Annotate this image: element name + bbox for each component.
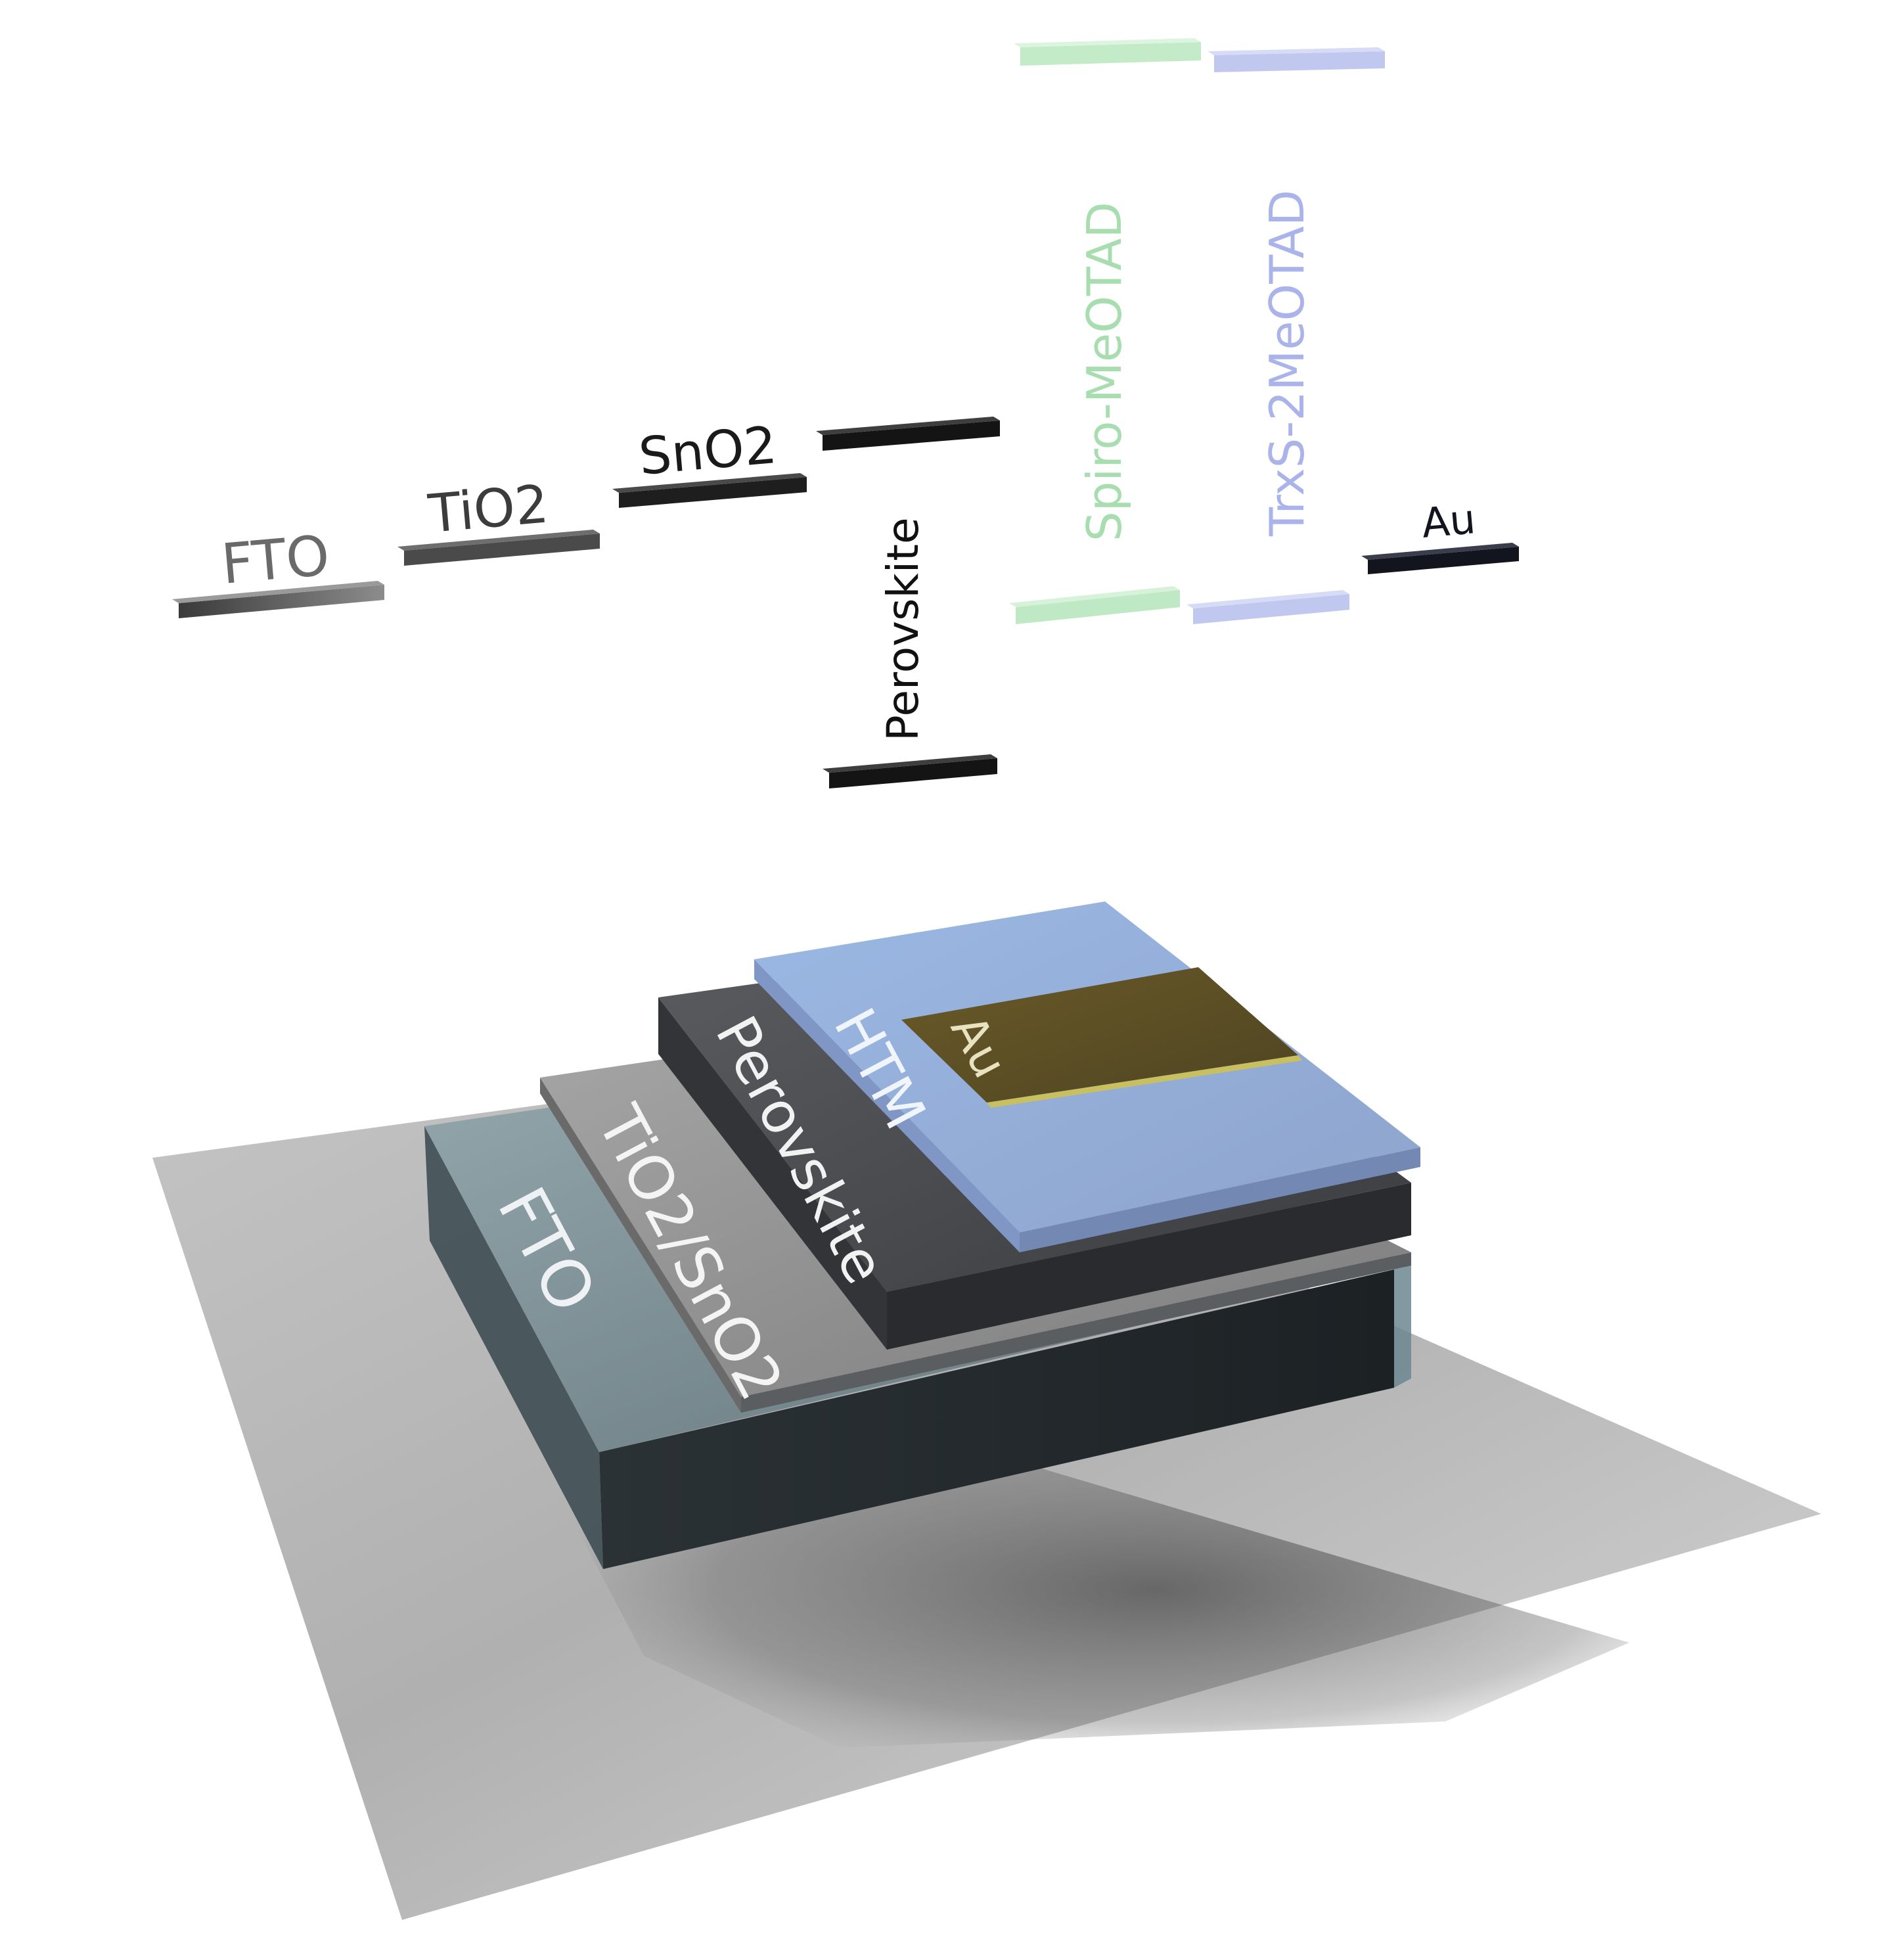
layer-etl-front [741,1252,1411,1413]
energy-bar-trxs-lumo [1214,51,1385,72]
layer-htm-front [1020,1147,1420,1252]
energy-label-perovskite: Perovskite [878,517,928,741]
energy-bar-trxs-homo [1193,594,1349,624]
energy-bar-spiro-homo [1016,590,1180,624]
energy-bar-spiro-lumo [1020,42,1201,66]
energy-level-au: Au [1361,495,1519,574]
energy-label-au: Au [1420,495,1478,547]
layer-fto-right-side [1394,1262,1411,1388]
energy-label-fto: FTO [219,523,332,597]
energy-level-spiro: Spiro-MeOTAD [1009,38,1201,624]
energy-level-perovskite: Perovskite [816,417,1000,788]
energy-bar-perovskite-cb [823,421,1000,451]
energy-level-diagram: FTO TiO2 SnO2 Perovskite Spi [172,38,1519,788]
energy-level-trxs: TrxS-2MeOTAD [1186,47,1385,624]
energy-bar-au [1368,547,1519,574]
layer-au-contact-edge [987,1055,1302,1108]
energy-label-trxs: TrxS-2MeOTAD [1259,190,1315,537]
energy-level-fto: FTO [172,523,384,618]
layer-au-contact-top [901,967,1298,1103]
energy-bar-tio2 [404,534,600,566]
energy-bar-perovskite-vb [829,758,997,788]
layer-au-contact: Au [901,967,1302,1108]
device-stack: FTO TiO2/SnO2 Perovskite HTM Au [152,901,1821,1920]
energy-label-spiro: Spiro-MeOTAD [1077,202,1132,541]
layer-etl-left-side [540,1078,741,1413]
energy-bar-sno2 [619,477,807,508]
layer-perovskite-front [887,1183,1411,1350]
energy-level-tio2: TiO2 [397,473,600,566]
energy-level-sno2: SnO2 [612,416,807,508]
energy-label-sno2: SnO2 [637,416,779,487]
energy-label-tio2: TiO2 [426,473,551,545]
energy-bar-fto [179,585,384,618]
layer-fto-left-side [424,1126,603,1569]
layer-htm-left-side [754,959,1020,1252]
layer-perovskite-left-side [658,997,887,1350]
layer-fto-front [599,1269,1394,1569]
